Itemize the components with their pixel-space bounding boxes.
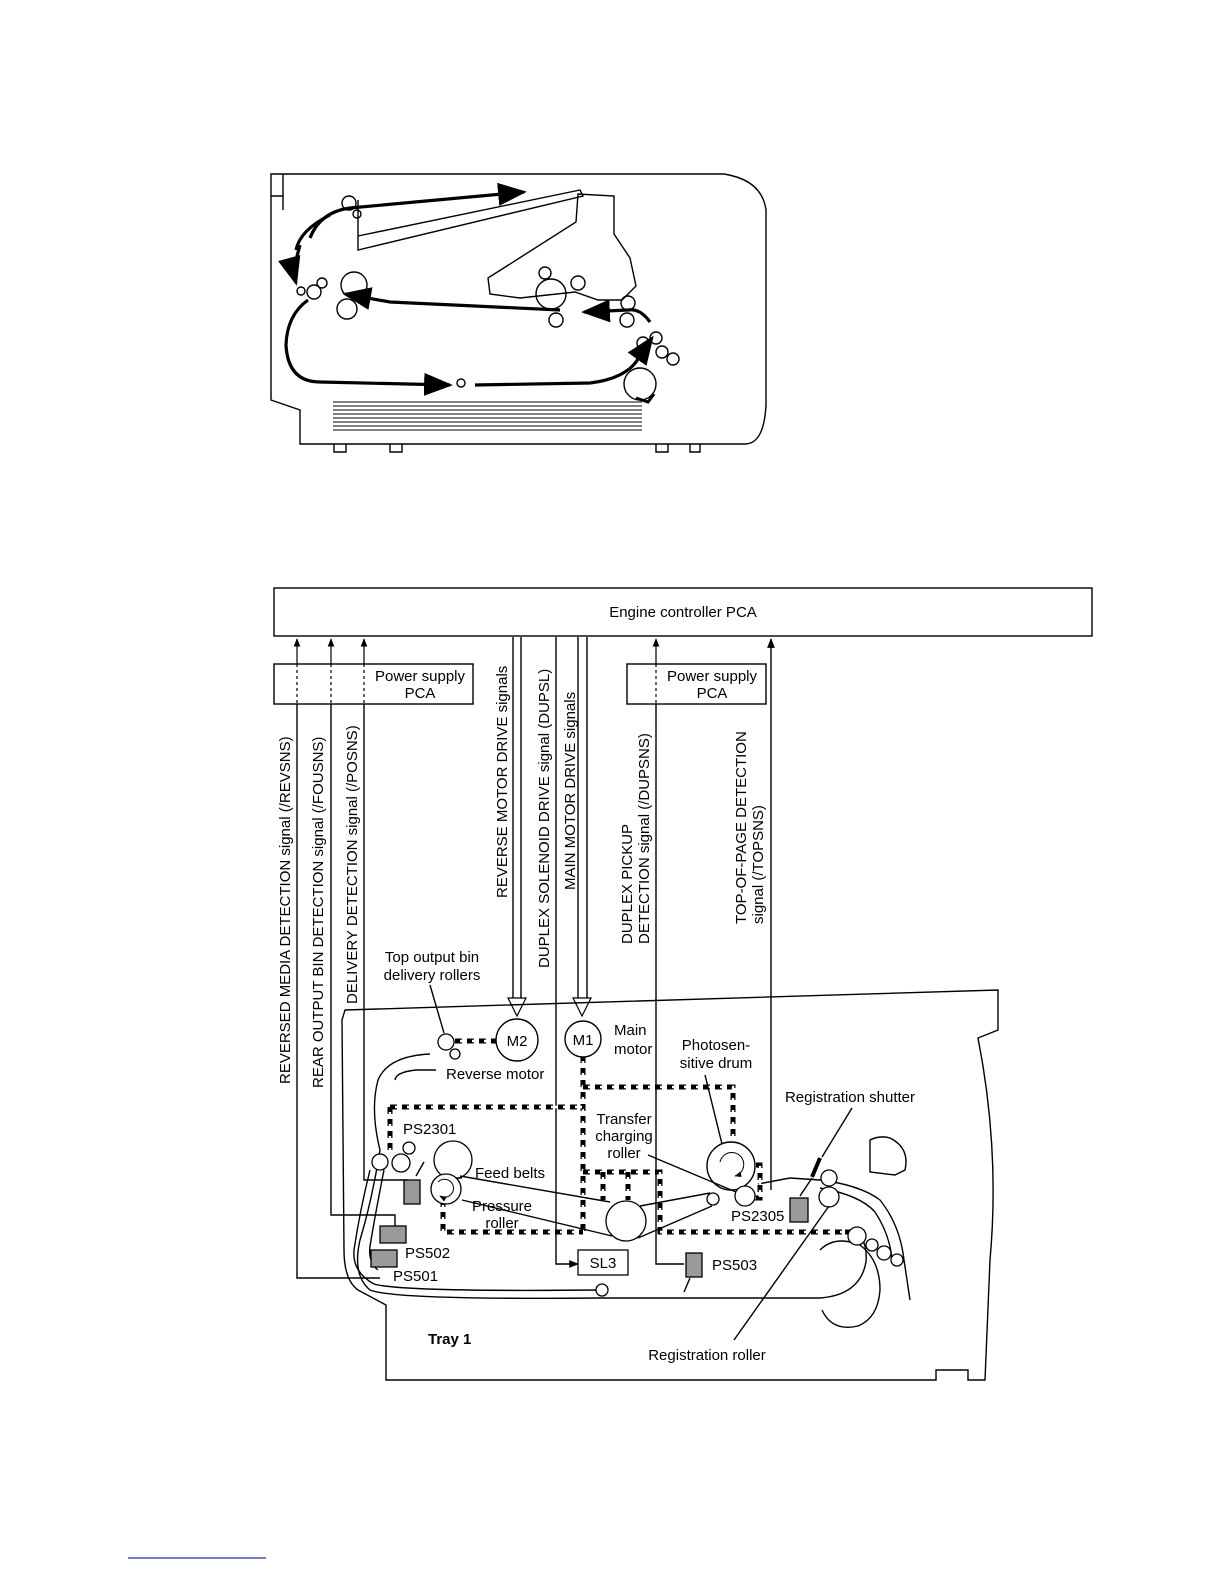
revsns-label: REVERSED MEDIA DETECTION signal (/REVSNS… bbox=[277, 736, 294, 1084]
svg-text:Power supply: Power supply bbox=[375, 668, 466, 685]
svg-text:Power supply: Power supply bbox=[667, 668, 758, 685]
transfer-roller bbox=[735, 1186, 755, 1206]
svg-text:Registration roller: Registration roller bbox=[648, 1347, 766, 1364]
registration-shutter bbox=[812, 1158, 820, 1177]
svg-text:M2: M2 bbox=[507, 1033, 528, 1050]
svg-text:PCA: PCA bbox=[405, 685, 436, 702]
svg-text:charging: charging bbox=[595, 1128, 653, 1145]
power-supply-pca-right: Power supply PCA bbox=[627, 664, 766, 704]
paper-stack bbox=[333, 402, 642, 430]
svg-text:Top output bin: Top output bin bbox=[385, 949, 479, 966]
ps501-sensor bbox=[371, 1250, 397, 1267]
engine-controller-pca: Engine controller PCA bbox=[274, 588, 1092, 636]
svg-text:Pressure: Pressure bbox=[472, 1198, 532, 1215]
fuser-roller bbox=[434, 1141, 472, 1179]
svg-text:PCA: PCA bbox=[697, 685, 728, 702]
duplex-solenoid-sl3: SL3 bbox=[578, 1250, 628, 1275]
svg-text:delivery rollers: delivery rollers bbox=[384, 967, 481, 984]
svg-text:SL3: SL3 bbox=[590, 1255, 617, 1272]
ps502-sensor bbox=[380, 1226, 406, 1243]
engine-controller-label: Engine controller PCA bbox=[609, 604, 757, 621]
svg-text:Transfer: Transfer bbox=[596, 1111, 651, 1128]
path-to-top-output bbox=[310, 192, 524, 238]
svg-text:roller: roller bbox=[485, 1215, 518, 1232]
svg-text:Registration shutter: Registration shutter bbox=[785, 1089, 915, 1106]
svg-text:roller: roller bbox=[607, 1145, 640, 1162]
svg-text:PS503: PS503 bbox=[712, 1257, 757, 1274]
reverse-motor-signal-label: REVERSE MOTOR DRIVE signals bbox=[494, 666, 511, 898]
svg-text:PS2305: PS2305 bbox=[731, 1208, 784, 1225]
topsns-label-1: TOP-OF-PAGE DETECTION bbox=[733, 731, 750, 924]
ps503-sensor bbox=[686, 1253, 702, 1277]
svg-text:Tray 1: Tray 1 bbox=[428, 1331, 471, 1348]
svg-text:PS502: PS502 bbox=[405, 1245, 450, 1262]
main-motor-signal-label: MAIN MOTOR DRIVE signals bbox=[562, 692, 579, 890]
svg-text:Reverse motor: Reverse motor bbox=[446, 1066, 544, 1083]
path-duplex-bottom bbox=[286, 300, 450, 385]
dupsns-label-2: DETECTION signal (/DUPSNS) bbox=[636, 733, 653, 944]
main-motor-m1: M1 bbox=[565, 1021, 601, 1057]
svg-text:motor: motor bbox=[614, 1041, 652, 1058]
top-output-roller bbox=[438, 1034, 454, 1050]
posns-label: DELIVERY DETECTION signal (/POSNS) bbox=[344, 725, 361, 1004]
registration-roller bbox=[819, 1187, 839, 1207]
svg-text:Feed belts: Feed belts bbox=[475, 1165, 545, 1182]
dupsl-label: DUPLEX SOLENOID DRIVE signal (DUPSL) bbox=[536, 669, 553, 968]
svg-text:sitive drum: sitive drum bbox=[680, 1055, 753, 1072]
ps2305-sensor bbox=[790, 1198, 808, 1222]
reverse-motor-m2: M2 bbox=[496, 1019, 538, 1061]
power-supply-pca-left: Power supply PCA bbox=[274, 664, 473, 704]
cartridge-fragment bbox=[870, 1137, 906, 1175]
svg-text:M1: M1 bbox=[573, 1032, 594, 1049]
topsns-label-2: signal (/TOPSNS) bbox=[750, 805, 767, 924]
path-reverse-down bbox=[295, 245, 301, 283]
svg-text:Main: Main bbox=[614, 1022, 647, 1039]
feed-belt-pulley bbox=[606, 1201, 646, 1241]
ps2301-sensor bbox=[404, 1180, 420, 1204]
svg-text:PS2301: PS2301 bbox=[403, 1121, 456, 1138]
dupsns-label-1: DUPLEX PICKUP bbox=[619, 824, 636, 944]
svg-text:Photosen-: Photosen- bbox=[682, 1037, 750, 1054]
path-through-fuser bbox=[345, 294, 560, 310]
paper-path-figure bbox=[271, 174, 766, 452]
path-to-registration bbox=[584, 310, 650, 322]
svg-text:PS501: PS501 bbox=[393, 1268, 438, 1285]
fousns-label: REAR OUTPUT BIN DETECTION signal (/FOUSN… bbox=[310, 737, 327, 1088]
